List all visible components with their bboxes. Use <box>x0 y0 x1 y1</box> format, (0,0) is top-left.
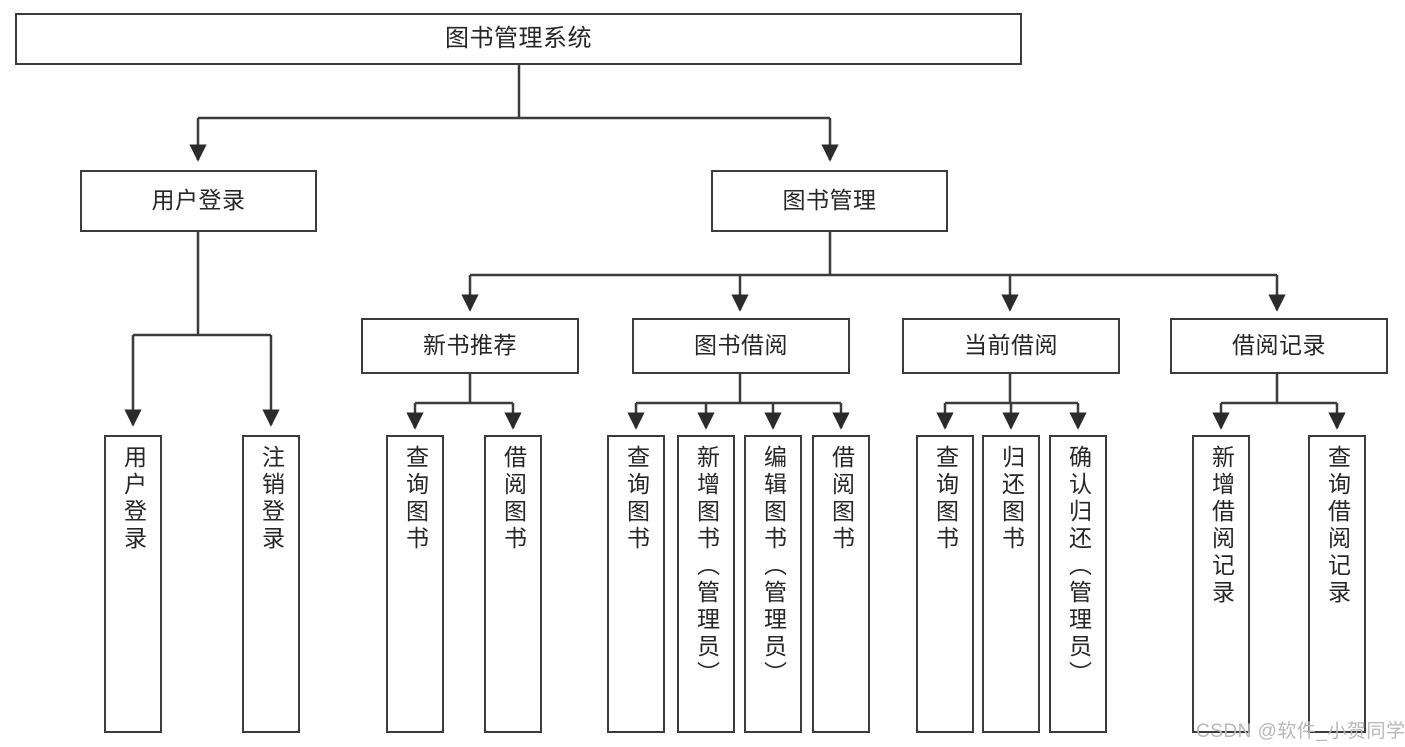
leaf-add-borrow-record[interactable]: 新增借阅记录 <box>1192 435 1250 733</box>
node-current-borrow[interactable]: 当前借阅 <box>902 318 1120 374</box>
leaf-label: 借阅图书 <box>828 445 855 553</box>
node-user-login[interactable]: 用户登录 <box>80 170 317 232</box>
leaf-label: 注销登录 <box>258 445 285 553</box>
leaf-borrow-book[interactable]: 借阅图书 <box>812 435 870 733</box>
leaf-label: 查询图书 <box>402 445 429 553</box>
leaf-return-book[interactable]: 归还图书 <box>982 435 1040 733</box>
leaf-add-book-admin[interactable]: 新增图书（管理员） <box>677 435 735 733</box>
node-new-book-recommend[interactable]: 新书推荐 <box>361 318 579 374</box>
leaf-confirm-return-admin[interactable]: 确认归还（管理员） <box>1049 435 1107 733</box>
leaf-borrow-book-recommend[interactable]: 借阅图书 <box>484 435 542 733</box>
leaf-label: 新增借阅记录 <box>1208 445 1235 607</box>
leaf-query-book-recommend[interactable]: 查询图书 <box>386 435 444 733</box>
leaf-query-book-borrow[interactable]: 查询图书 <box>607 435 665 733</box>
node-borrow-record[interactable]: 借阅记录 <box>1170 318 1388 374</box>
leaf-user-login[interactable]: 用户登录 <box>104 435 162 733</box>
leaf-label: 编辑图书（管理员） <box>760 445 787 688</box>
leaf-label: 用户登录 <box>120 445 147 553</box>
leaf-edit-book-admin[interactable]: 编辑图书（管理员） <box>744 435 802 733</box>
leaf-query-book-current[interactable]: 查询图书 <box>916 435 974 733</box>
leaf-label: 新增图书（管理员） <box>693 445 720 688</box>
leaf-label: 查询图书 <box>932 445 959 553</box>
node-book-management[interactable]: 图书管理 <box>711 170 948 232</box>
leaf-label: 查询图书 <box>623 445 650 553</box>
node-book-borrow[interactable]: 图书借阅 <box>632 318 850 374</box>
csdn-watermark: CSDN @软件_小贺同学 <box>1196 721 1405 742</box>
leaf-logout[interactable]: 注销登录 <box>242 435 300 733</box>
leaf-label: 确认归还（管理员） <box>1065 445 1092 688</box>
leaf-label: 查询借阅记录 <box>1324 445 1351 607</box>
leaf-query-borrow-record[interactable]: 查询借阅记录 <box>1308 435 1366 733</box>
leaf-label: 归还图书 <box>998 445 1025 553</box>
leaf-label: 借阅图书 <box>500 445 527 553</box>
node-root-system[interactable]: 图书管理系统 <box>15 13 1022 65</box>
